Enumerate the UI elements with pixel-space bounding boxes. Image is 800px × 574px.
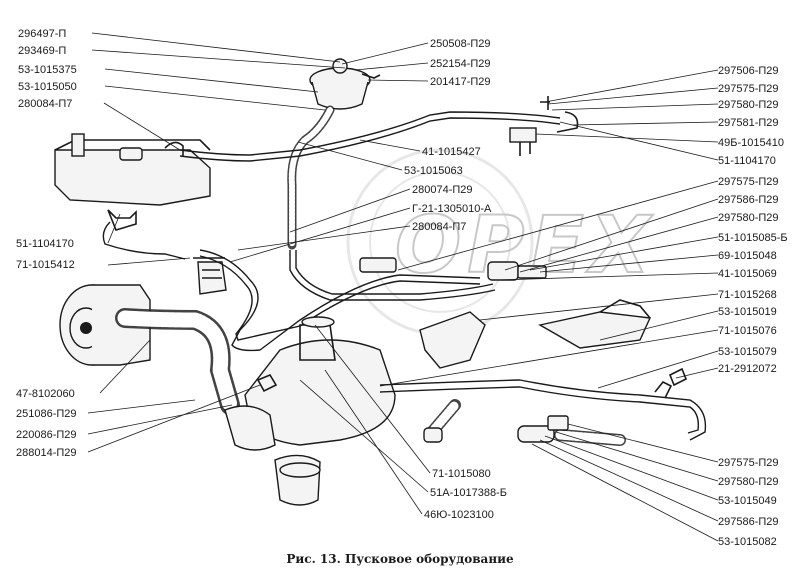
part-number-label: 297575-П29 bbox=[718, 457, 779, 469]
part-number-label: 53-1015050 bbox=[18, 81, 77, 93]
part-number-label: 53-1015079 bbox=[718, 346, 777, 358]
pipe-lower bbox=[379, 379, 707, 441]
part-number-label: 297581-П29 bbox=[718, 117, 779, 129]
part-number-label: 297580-П29 bbox=[718, 476, 779, 488]
coupling-69-1015048 bbox=[359, 257, 547, 281]
part-number-label: 53-1015019 bbox=[718, 306, 777, 318]
center-bracket bbox=[419, 311, 486, 369]
lower-fittings bbox=[423, 415, 569, 443]
part-number-label: 297575-П29 bbox=[718, 83, 779, 95]
part-number-label: 297580-П29 bbox=[718, 99, 779, 111]
expansion-tank bbox=[54, 133, 211, 206]
right-valve bbox=[509, 96, 550, 156]
part-number-label: 53-1015063 bbox=[404, 165, 463, 177]
labels-right: 297506-П29 297575-П29 297580-П29 297581-П29… bbox=[718, 65, 788, 548]
leader-lines bbox=[87, 32, 719, 542]
part-number-label: 69-1015048 bbox=[718, 250, 777, 262]
preheater-boiler bbox=[224, 316, 396, 506]
part-number-label: Г-21-1305010-А bbox=[412, 203, 492, 215]
part-number-label: 71-1015076 bbox=[718, 325, 777, 337]
part-number-label: 71-1015268 bbox=[718, 289, 777, 301]
labels-center-top: 250508-П29 252154-П29 201417-П29 bbox=[430, 38, 491, 88]
part-number-label: 293469-П bbox=[18, 45, 66, 57]
pipe-upper bbox=[179, 111, 561, 156]
pipe-middle bbox=[199, 249, 481, 352]
part-number-label: 297575-П29 bbox=[718, 176, 779, 188]
part-number-label: 71-1015412 bbox=[16, 259, 75, 271]
part-number-label: 71-1015080 bbox=[432, 468, 491, 480]
part-number-label: 49Б-1015410 bbox=[718, 137, 784, 149]
part-number-label: 250508-П29 bbox=[430, 38, 491, 50]
part-number-label: 297506-П29 bbox=[718, 65, 779, 77]
part-number-label: 46Ю-1023100 bbox=[424, 509, 494, 521]
part-number-label: 53-1015375 bbox=[18, 64, 77, 76]
part-number-label: 201417-П29 bbox=[430, 76, 491, 88]
part-number-label: 220086-П29 bbox=[16, 429, 77, 441]
part-number-label: 252154-П29 bbox=[430, 58, 491, 70]
part-number-label: 47-8102060 bbox=[16, 388, 75, 400]
part-number-label: 280084-П7 bbox=[412, 221, 466, 233]
part-number-label: 297580-П29 bbox=[718, 212, 779, 224]
pipe-clamp bbox=[654, 367, 688, 399]
part-number-label: 53-1015082 bbox=[718, 536, 777, 548]
part-number-label: 51-1104170 bbox=[16, 238, 74, 250]
part-number-label: 21-2912072 bbox=[718, 363, 777, 375]
tank-valve bbox=[102, 209, 186, 260]
part-number-label: 251086-П29 bbox=[16, 408, 77, 420]
part-number-label: 297586-П29 bbox=[718, 194, 779, 206]
labels-left: 296497-П 293469-П 53-1015375 53-1015050 2800… bbox=[16, 28, 77, 459]
part-number-label: 53-1015049 bbox=[718, 495, 777, 507]
labels-center-bottom: 71-1015080 51А-1017388-Б 46Ю-1023100 bbox=[424, 468, 507, 521]
part-number-label: 288014-П29 bbox=[16, 447, 77, 459]
labels-center-mid: 41-1015427 53-1015063 280074-П29Г-21-13050… bbox=[404, 146, 492, 233]
part-number-label: 280074-П29 bbox=[412, 184, 473, 196]
part-number-label: 296497-П bbox=[18, 28, 66, 40]
part-number-label: 51А-1017388-Б bbox=[430, 487, 507, 499]
part-number-label: 51-1104170 bbox=[718, 155, 776, 167]
part-number-label: 280084-П7 bbox=[18, 98, 72, 110]
figure-caption: Рис. 13. Пусковое оборудование bbox=[286, 552, 514, 566]
part-number-label: 41-1015427 bbox=[422, 146, 481, 158]
part-number-label: 297586-П29 bbox=[718, 516, 779, 528]
part-number-label: 51-1015085-Б bbox=[718, 232, 788, 244]
part-number-label: 41-1015069 bbox=[718, 268, 777, 280]
